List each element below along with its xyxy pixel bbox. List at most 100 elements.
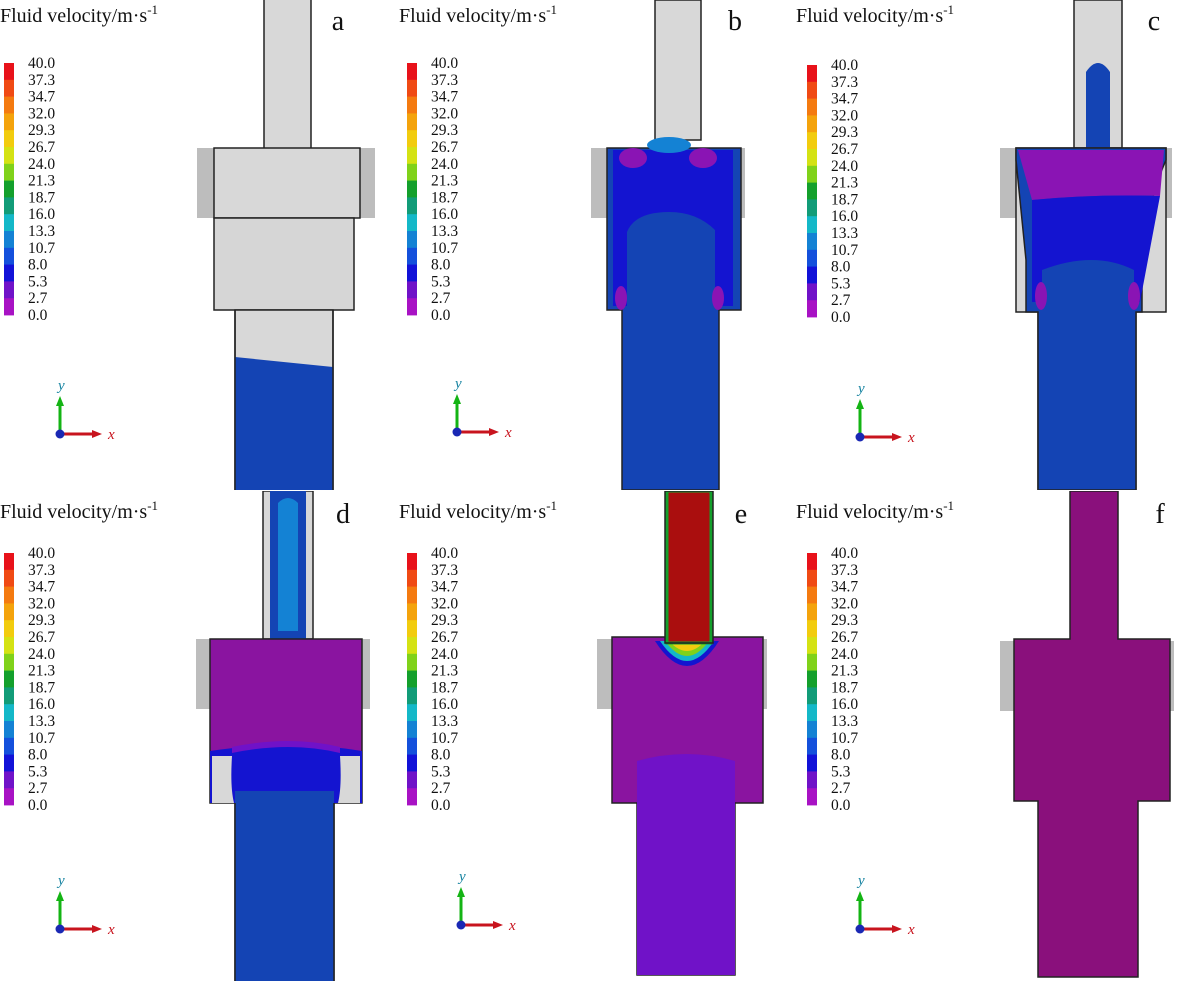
legend-level-a: 16.0 (28, 206, 55, 223)
legend-level-a: 37.3 (28, 72, 55, 89)
legend-swatch-d (4, 771, 14, 789)
legend-c: Fluid velocity/m·s-140.037.334.732.029.3… (796, 2, 954, 326)
legend-level-c: 10.7 (831, 242, 858, 259)
legend-swatch-a (4, 63, 14, 81)
legend-swatch-a (4, 180, 14, 198)
y-axis-label-b: y (453, 376, 462, 392)
fluid-domain-a (197, 0, 375, 490)
y-axis-head-f (856, 891, 864, 901)
legend-level-e: 10.7 (431, 730, 458, 747)
panel-label-f: f (1155, 499, 1165, 530)
x-axis-head-a (92, 430, 102, 438)
legend-swatch-b (407, 113, 417, 131)
legend-swatch-e (407, 620, 417, 638)
legend-level-d: 34.7 (28, 579, 55, 596)
legend-level-f: 8.0 (831, 747, 851, 764)
legend-level-c: 40.0 (831, 57, 858, 74)
y-axis-label-d: y (56, 873, 65, 889)
legend-swatch-a (4, 281, 14, 299)
legend-level-b: 8.0 (431, 257, 451, 274)
legend-swatch-a (4, 79, 14, 97)
legend-level-d: 32.0 (28, 595, 55, 612)
legend-level-b: 40.0 (431, 55, 458, 72)
legend-swatch-e (407, 788, 417, 806)
axes-a: xy (55, 378, 115, 443)
legend-swatch-c (807, 300, 817, 318)
legend-swatch-f (807, 687, 817, 705)
legend-swatch-d (4, 754, 14, 772)
legend-level-d: 18.7 (28, 679, 55, 696)
legend-level-b: 34.7 (431, 89, 458, 106)
legend-swatch-c (807, 165, 817, 183)
legend-swatch-f (807, 670, 817, 688)
legend-swatch-b (407, 79, 417, 97)
legend-swatch-b (407, 147, 417, 165)
legend-swatch-e (407, 771, 417, 789)
legend-swatch-b (407, 231, 417, 249)
y-axis-label-e: y (457, 869, 466, 885)
legend-level-a: 29.3 (28, 122, 55, 139)
legend-level-a: 2.7 (28, 290, 48, 307)
legend-swatch-c (807, 266, 817, 284)
legend-level-c: 8.0 (831, 259, 851, 276)
legend-title-b: Fluid velocity/m·s-1 (399, 2, 557, 27)
legend-level-f: 37.3 (831, 562, 858, 579)
legend-level-e: 26.7 (431, 629, 458, 646)
legend-level-d: 37.3 (28, 562, 55, 579)
legend-swatch-e (407, 569, 417, 587)
y-axis-head-c (856, 399, 864, 409)
legend-swatch-c (807, 233, 817, 251)
legend-swatch-d (4, 670, 14, 688)
legend-level-c: 37.3 (831, 74, 858, 91)
legend-level-e: 5.3 (431, 763, 451, 780)
legend-swatch-d (4, 603, 14, 621)
legend-level-a: 5.3 (28, 273, 48, 290)
legend-swatch-b (407, 247, 417, 265)
legend-level-b: 13.3 (431, 223, 458, 240)
legend-level-a: 24.0 (28, 156, 55, 173)
legend-swatch-e (407, 653, 417, 671)
legend-level-b: 24.0 (431, 156, 458, 173)
legend-swatch-b (407, 96, 417, 114)
legend-title-f: Fluid velocity/m·s-1 (796, 498, 954, 523)
legend-title-d: Fluid velocity/m·s-1 (0, 498, 158, 523)
legend-d: Fluid velocity/m·s-140.037.334.732.029.3… (0, 498, 158, 814)
legend-swatch-f (807, 754, 817, 772)
legend-swatch-f (807, 653, 817, 671)
legend-level-e: 2.7 (431, 780, 451, 797)
axis-origin-b (452, 427, 462, 437)
legend-level-e: 40.0 (431, 545, 458, 562)
legend-swatch-b (407, 180, 417, 198)
legend-level-b: 18.7 (431, 189, 458, 206)
legend-level-e: 16.0 (431, 696, 458, 713)
x-axis-head-c (892, 433, 902, 441)
x-axis-label-a: x (107, 427, 115, 443)
legend-swatch-d (4, 553, 14, 571)
legend-level-d: 2.7 (28, 780, 48, 797)
legend-swatch-d (4, 653, 14, 671)
legend-level-f: 24.0 (831, 646, 858, 663)
legend-level-a: 26.7 (28, 139, 55, 156)
legend-level-e: 8.0 (431, 747, 451, 764)
panel-label-a: a (332, 6, 345, 37)
legend-level-e: 32.0 (431, 595, 458, 612)
legend-swatch-f (807, 620, 817, 638)
legend-level-d: 26.7 (28, 629, 55, 646)
legend-level-b: 32.0 (431, 105, 458, 122)
legend-level-f: 34.7 (831, 579, 858, 596)
legend-level-b: 29.3 (431, 122, 458, 139)
legend-swatch-c (807, 81, 817, 99)
legend-swatch-e (407, 670, 417, 688)
legend-level-e: 37.3 (431, 562, 458, 579)
axes-e: xy (456, 869, 516, 934)
legend-level-c: 29.3 (831, 124, 858, 141)
legend-title-e: Fluid velocity/m·s-1 (399, 498, 557, 523)
legend-swatch-f (807, 704, 817, 722)
legend-swatch-f (807, 737, 817, 755)
legend-swatch-b (407, 264, 417, 282)
legend-level-a: 32.0 (28, 105, 55, 122)
